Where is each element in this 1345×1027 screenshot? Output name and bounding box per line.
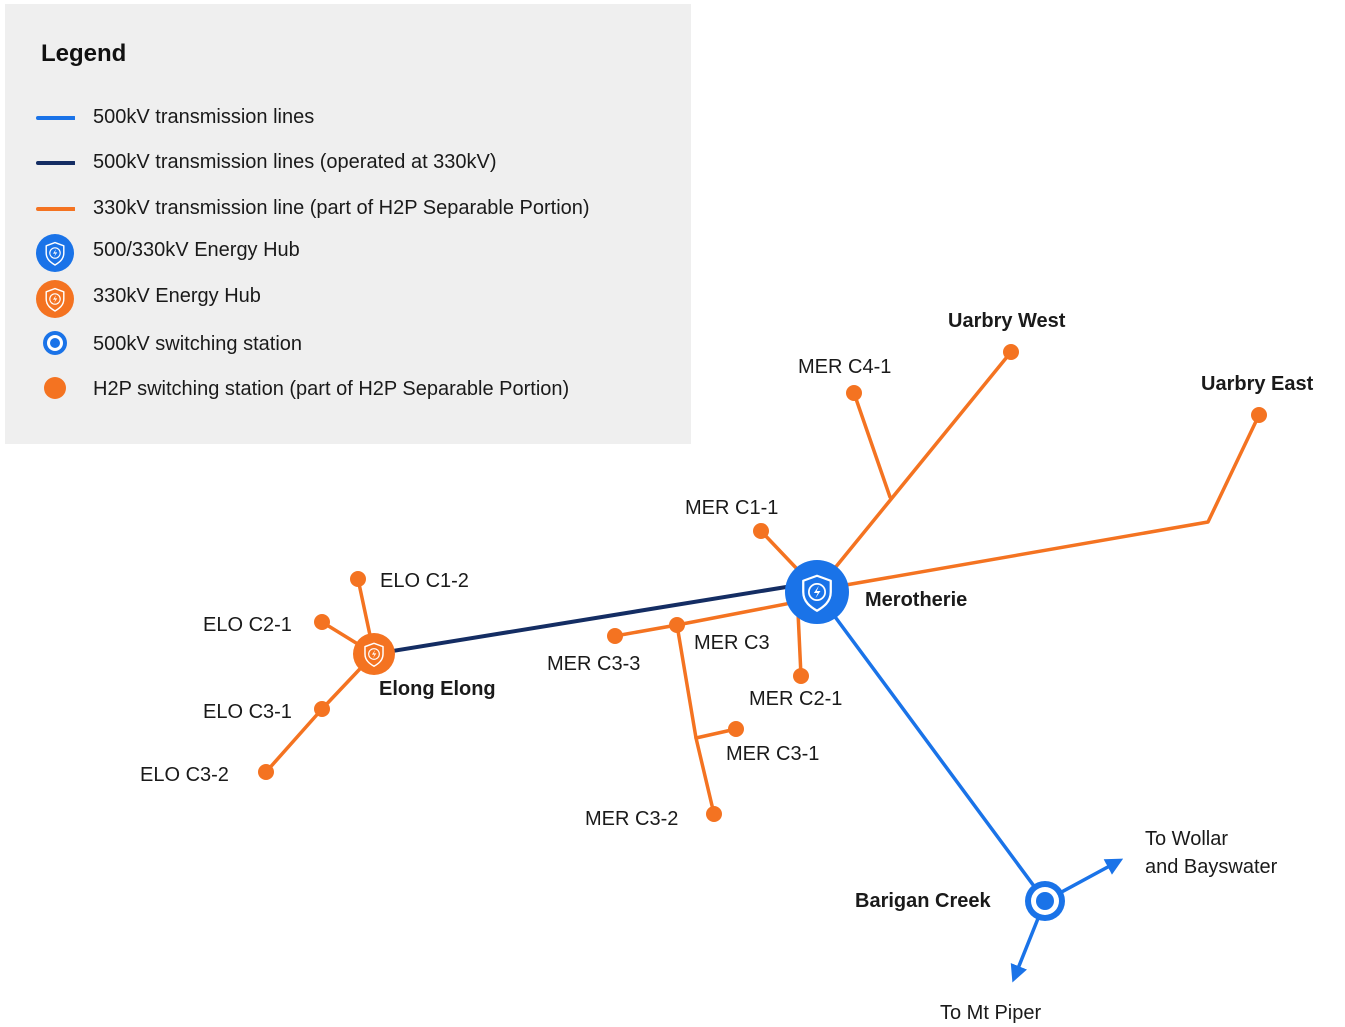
legend-label: 500kV transmission lines	[93, 106, 315, 128]
label-mer-c2-1: MER C2-1	[749, 688, 842, 710]
label-to-wollar-1: To Wollar	[1145, 828, 1228, 850]
navy-line-swatch	[36, 161, 75, 165]
legend-label: 330kV Energy Hub	[93, 285, 261, 307]
hub-elong-elong	[353, 633, 395, 675]
station-mer-c3-1	[728, 721, 744, 737]
legend-item-500kV-line: 500kV transmission lines	[5, 103, 685, 133]
station-elo-c2-1	[314, 614, 330, 630]
junction-mer-c3	[669, 617, 685, 633]
legend-label: 330kV transmission line (part of H2P Sep…	[93, 197, 590, 219]
label-uarbry-east: Uarbry East	[1201, 373, 1314, 395]
hub-merotherie	[785, 560, 849, 624]
label-merotherie: Merotherie	[865, 589, 967, 611]
legend-label: 500kV switching station	[93, 333, 303, 355]
legend-item-500-330-hub: 500/330kV Energy Hub	[5, 234, 685, 272]
line-merotherie-barigan	[828, 608, 1047, 903]
line-mer-c3-trunk	[613, 596, 819, 638]
line-merotherie-uarbry-east	[815, 413, 1261, 592]
legend-title: Legend	[41, 40, 127, 67]
legend-item-330-hub: 330kV Energy Hub	[5, 280, 685, 318]
station-mer-c2-1	[793, 668, 809, 684]
label-uarbry-west: Uarbry West	[948, 310, 1066, 332]
orange-line-swatch	[36, 207, 75, 211]
station-mer-c1-1	[753, 523, 769, 539]
legend-label: 500kV transmission lines (operated at 33…	[93, 151, 497, 173]
shield-lightning-icon	[36, 280, 74, 318]
label-mer-c3-2: MER C3-2	[585, 808, 678, 830]
station-uarbry-east	[1251, 407, 1267, 423]
label-elo-c3-2: ELO C3-2	[140, 764, 229, 786]
legend-item-330kV-line: 330kV transmission line (part of H2P Sep…	[5, 194, 685, 224]
label-elong-elong: Elong Elong	[379, 678, 496, 700]
legend-label: H2P switching station (part of H2P Separ…	[93, 378, 570, 400]
legend-item-500kV-switch: 500kV switching station	[5, 330, 685, 360]
label-mer-c3: MER C3	[694, 632, 770, 654]
label-elo-c3-1: ELO C3-1	[203, 701, 292, 723]
legend-item-500kV-330-line: 500kV transmission lines (operated at 33…	[5, 148, 685, 178]
legend-item-h2p-switch: H2P switching station (part of H2P Separ…	[5, 375, 685, 405]
switch-barigan-creek	[1025, 881, 1065, 921]
label-barigan-creek: Barigan Creek	[855, 890, 991, 912]
h2p-stations	[258, 344, 1267, 822]
label-elo-c2-1: ELO C2-1	[203, 614, 292, 636]
label-mer-c1-1: MER C1-1	[685, 497, 778, 519]
shield-lightning-icon	[36, 234, 74, 272]
station-elo-c3-1	[314, 701, 330, 717]
station-mer-c4-1	[846, 385, 862, 401]
station-uarbry-west	[1003, 344, 1019, 360]
shield-lightning-icon	[802, 574, 832, 612]
lines-500kV	[828, 608, 1124, 983]
shield-lightning-icon	[364, 642, 384, 668]
station-mer-c3-3	[607, 628, 623, 644]
label-mer-c4-1: MER C4-1	[798, 356, 891, 378]
h2p-station-dot-icon	[44, 377, 66, 399]
line-mer-c2-1	[796, 610, 803, 678]
legend-label: 500/330kV Energy Hub	[93, 239, 300, 261]
label-elo-c1-2: ELO C1-2	[380, 570, 469, 592]
station-elo-c1-2	[350, 571, 366, 587]
label-to-wollar-2: and Bayswater	[1145, 856, 1278, 878]
label-mer-c3-3: MER C3-3	[547, 653, 640, 675]
station-mer-c3-2	[706, 806, 722, 822]
blue-line-swatch	[36, 116, 75, 120]
legend-panel: Legend 500kV transmission lines 500kV tr…	[5, 4, 691, 444]
line-merotherie-uarbry-west	[815, 350, 1013, 592]
line-mer-c4-1	[852, 391, 892, 499]
station-elo-c3-2	[258, 764, 274, 780]
line-elong-merotherie	[372, 580, 819, 656]
label-mer-c3-1: MER C3-1	[726, 743, 819, 765]
label-to-mt-piper: To Mt Piper	[940, 1002, 1041, 1024]
switching-station-ring-icon	[43, 331, 67, 355]
